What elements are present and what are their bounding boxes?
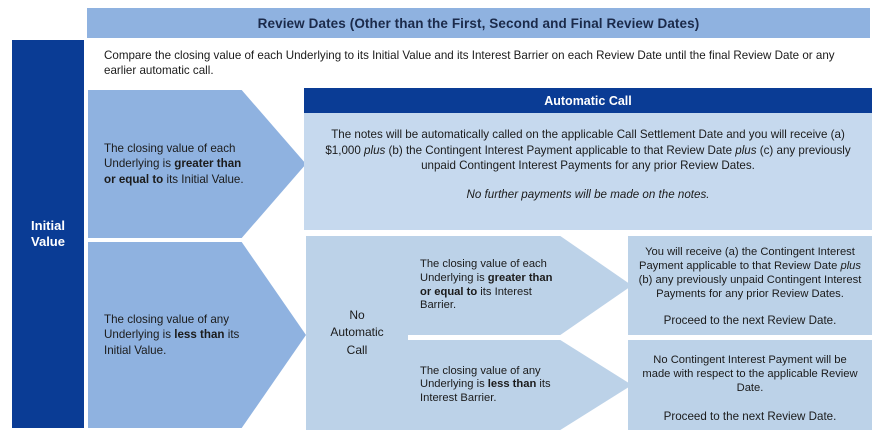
- outcome-top-proceed-text: Proceed to the next Review Date.: [663, 313, 837, 327]
- sub-bottom-text-part-2: its Interest Barrier.: [420, 378, 551, 404]
- sub-bottom-text-part-1: The closing value of any Underlying is: [420, 364, 541, 391]
- outcome-box-payment-made: You will receive (a) the Contingent Inte…: [628, 236, 872, 335]
- initial-value-bar: Initial Value: [12, 40, 84, 428]
- lower-text-part-2: its Initial Value.: [104, 328, 240, 357]
- outcome-top-plus: plus: [840, 259, 861, 272]
- outcome-top-part-1: You will receive (a) the Contingent Inte…: [638, 246, 855, 272]
- condition-arrow-below-initial-value: The closing value of any Underlying is l…: [88, 242, 306, 428]
- sub-top-text-part-2: its Interest Barrier.: [420, 285, 532, 312]
- no-automatic-call-box: No Automatic Call: [306, 236, 408, 430]
- condition-arrow-lower-text: The closing value of any Underlying is l…: [104, 312, 246, 359]
- outcome-bottom-proceed-text: Proceed to the next Review Date.: [663, 409, 837, 423]
- sub-arrow-top-text: The closing value of each Underlying is …: [420, 258, 566, 313]
- automatic-call-note: No further payments will be made on the …: [466, 187, 710, 201]
- auto-call-p1b: (b) the Contingent Interest Payment appl…: [385, 143, 736, 157]
- lower-text-part-1: The closing value of any Underlying is: [104, 312, 230, 342]
- no-automatic-call-label: No Automatic Call: [330, 308, 384, 357]
- sub-top-text-bold: greater than or equal to: [420, 271, 553, 298]
- review-dates-header-title: Review Dates (Other than the First, Seco…: [257, 15, 700, 31]
- sub-top-text-part-1: The closing value of each Underlying is: [420, 258, 547, 284]
- outcome-top-part-2: (b) any previously unpaid Contingent Int…: [638, 273, 862, 300]
- condition-arrow-upper-text: The closing value of each Underlying is …: [104, 141, 246, 188]
- auto-call-p1c: (c) any previously unpaid Contingent Int…: [421, 143, 851, 173]
- lower-text-bold: less than: [174, 328, 225, 342]
- automatic-call-header-text: Automatic Call: [544, 93, 632, 108]
- outcome-top-main-text: You will receive (a) the Contingent Inte…: [638, 246, 862, 302]
- automatic-call-body: The notes will be automatically called o…: [304, 113, 872, 230]
- outcome-box-no-payment: No Contingent Interest Payment will be m…: [628, 340, 872, 430]
- intro-paragraph: Compare the closing value of each Underl…: [104, 49, 835, 78]
- upper-text-part-1: The closing value of each Underlying is: [104, 141, 236, 171]
- condition-arrow-below-interest-barrier: The closing value of any Underlying is l…: [408, 340, 632, 430]
- condition-arrow-at-or-above-interest-barrier: The closing value of each Underlying is …: [408, 236, 632, 335]
- automatic-call-paragraph: The notes will be automatically called o…: [320, 127, 856, 174]
- upper-text-part-2: its Initial Value.: [163, 172, 244, 186]
- upper-text-bold: greater than or equal to: [104, 157, 242, 186]
- outcome-bottom-main-text: No Contingent Interest Payment will be m…: [642, 354, 858, 394]
- initial-value-label: Initial Value: [31, 217, 65, 249]
- condition-arrow-at-or-above-initial-value: The closing value of each Underlying is …: [88, 90, 306, 238]
- automatic-call-header: Automatic Call: [304, 88, 872, 113]
- sub-bottom-text-bold: less than: [487, 378, 537, 391]
- automatic-call-panel: Automatic Call The notes will be automat…: [304, 88, 872, 230]
- auto-call-plus-1: plus: [364, 143, 386, 157]
- sub-arrow-bottom-text: The closing value of any Underlying is l…: [420, 365, 566, 406]
- auto-call-p1a: The notes will be automatically called o…: [325, 128, 845, 157]
- auto-call-plus-2: plus: [735, 143, 757, 157]
- review-dates-header-bar: Review Dates (Other than the First, Seco…: [87, 8, 870, 38]
